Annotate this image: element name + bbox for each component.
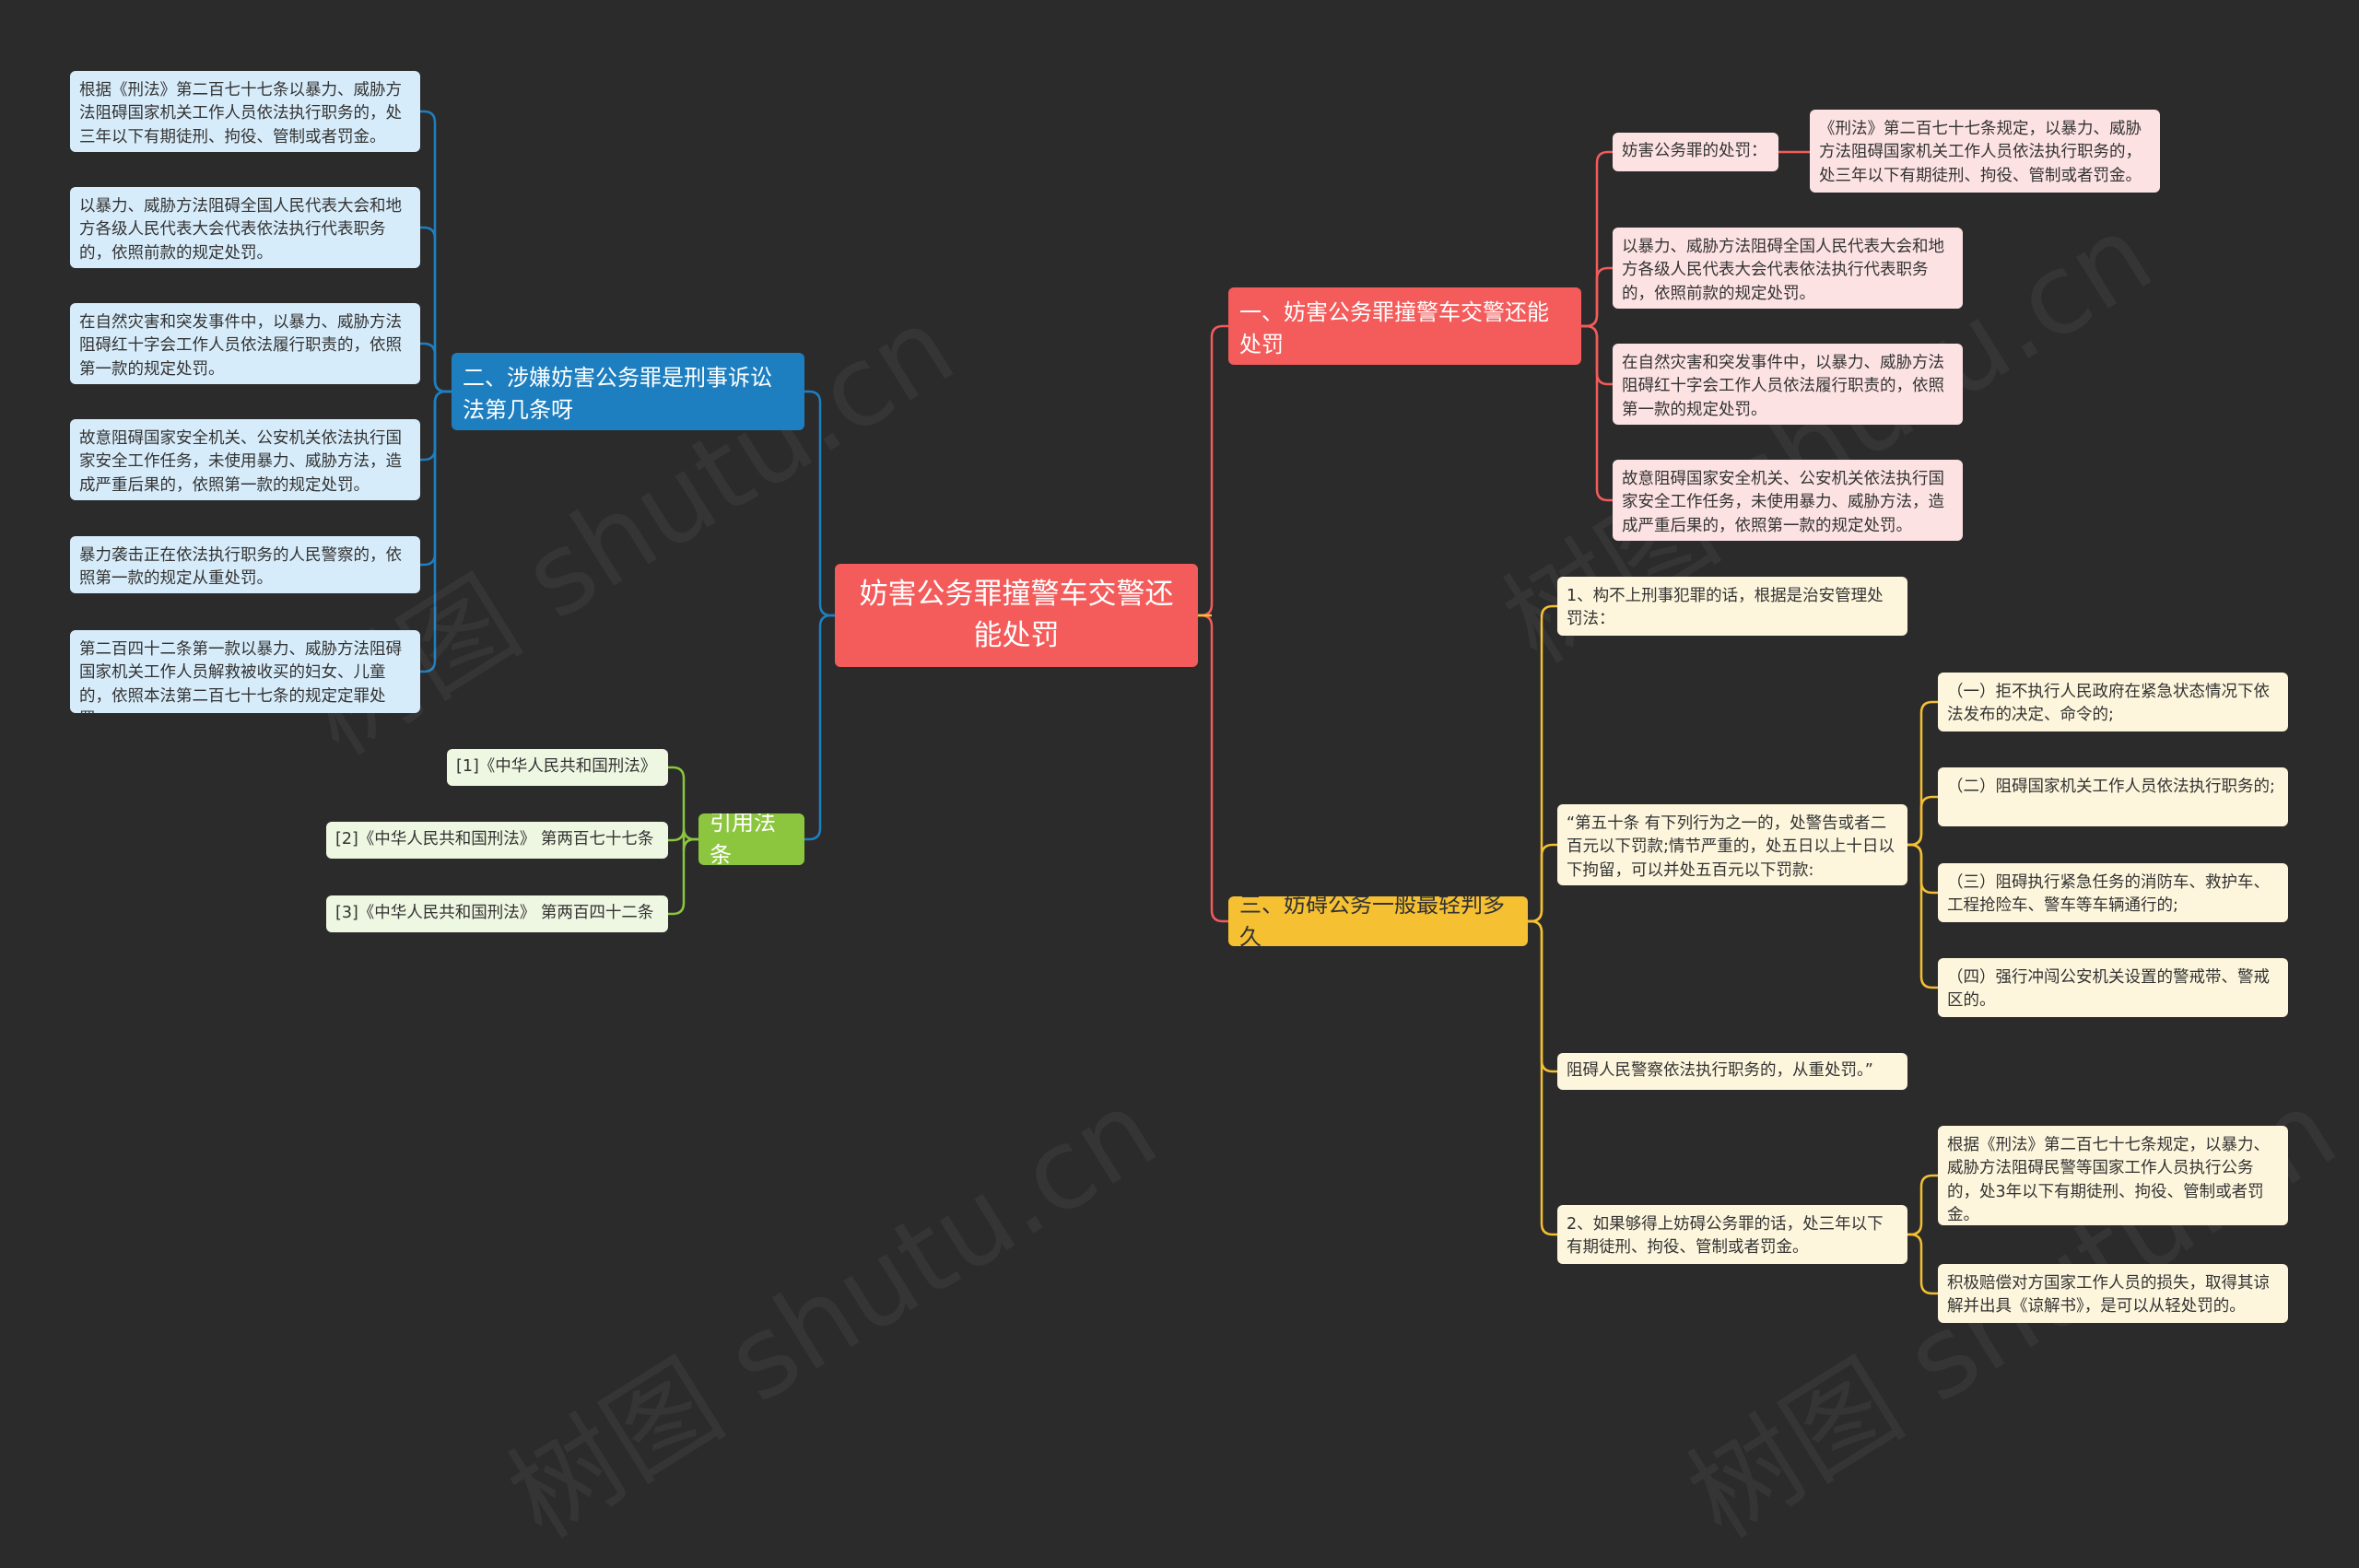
mind-map-canvas: 树图 shutu.cn 树图 shutu.cn 树图 shutu.cn 树图 s… (70, 71, 2358, 1563)
connector-line (420, 390, 452, 673)
branch-two-item[interactable]: 暴力袭击正在依法执行职务的人民警察的，依照第一款的规定从重处罚。 (70, 536, 420, 593)
connector-line (1907, 843, 1938, 895)
branch-two-item[interactable]: 在自然灾害和突发事件中，以暴力、威胁方法阻碍红十字会工作人员依法履行职责的，依照… (70, 303, 420, 384)
connector-line (668, 766, 698, 841)
connector-line (1907, 1233, 1938, 1295)
branch-one-topic[interactable]: 一、妨害公务罪撞警车交警还能处罚 (1228, 287, 1581, 365)
connector-line (1528, 919, 1557, 1236)
connector-line (1907, 795, 1938, 847)
connector-lines (420, 110, 1938, 1295)
branch-two-item[interactable]: 根据《刑法》第二百七十七条以暴力、威胁方法阻碍国家机关工作人员依法执行职务的，处… (70, 71, 420, 152)
penalty-detail-item[interactable]: 根据《刑法》第二百七十七条规定，以暴力、威胁方法阻碍民警等国家工作人员执行公务的… (1938, 1126, 2288, 1225)
branch-one-item-sub[interactable]: 《刑法》第二百七十七条规定，以暴力、威胁方法阻碍国家机关工作人员依法执行职务的，… (1810, 110, 2160, 193)
penalty-detail-item[interactable]: 积极赔偿对方国家工作人员的损失，取得其谅解并出具《谅解书》，是可以从轻处罚的。 (1938, 1264, 2288, 1323)
connector-line (1907, 1174, 1938, 1236)
branch-one-item[interactable]: 以暴力、威胁方法阻碍全国人民代表大会和地方各级人民代表大会代表依法执行代表职务的… (1613, 228, 1963, 309)
branch-three-item[interactable]: 1、构不上刑事犯罪的话，根据是治安管理处罚法： (1557, 577, 1907, 636)
law-reference-item[interactable]: [1]《中华人民共和国刑法》 (447, 749, 668, 786)
root-topic[interactable]: 妨害公务罪撞警车交警还能处罚 (835, 564, 1198, 667)
branch-two-item[interactable]: 第二百四十二条第一款以暴力、威胁方法阻碍国家机关工作人员解救被收买的妇女、儿童的… (70, 630, 420, 713)
connector-line (804, 390, 835, 617)
article-50-item[interactable]: （一）拒不执行人民政府在紧急状态情况下依法发布的决定、命令的; (1938, 673, 2288, 731)
connector-line (1528, 843, 1557, 923)
branch-three-item[interactable]: 阻碍人民警察依法执行职务的，从重处罚。” (1557, 1053, 1907, 1090)
connector-line (1581, 324, 1613, 502)
connector-line (1907, 700, 1938, 847)
article-50-item[interactable]: （二）阻碍国家机关工作人员依法执行职务的; (1938, 767, 2288, 826)
branch-one-item[interactable]: 故意阻碍国家安全机关、公安机关依法执行国家安全工作任务，未使用暴力、威胁方法，造… (1613, 460, 1963, 541)
branch-law-topic[interactable]: 引用法条 (698, 813, 804, 865)
branch-two-item[interactable]: 以暴力、威胁方法阻碍全国人民代表大会和地方各级人民代表大会代表依法执行代表职务的… (70, 187, 420, 268)
branch-one-item[interactable]: 妨害公务罪的处罚： (1613, 133, 1778, 171)
connector-line (1907, 843, 1938, 989)
law-reference-item[interactable]: [2]《中华人民共和国刑法》 第两百七十七条 (326, 822, 668, 859)
connector-line (1198, 614, 1228, 923)
branch-three-item[interactable]: 2、如果够得上妨碍公务罪的话，处三年以下有期徒刑、拘役、管制或者罚金。 (1557, 1205, 1907, 1264)
connector-line (668, 837, 698, 916)
article-50-item[interactable]: （三）阻碍执行紧急任务的消防车、救护车、工程抢险车、警车等车辆通行的; (1938, 863, 2288, 922)
branch-three-topic[interactable]: 三、妨碍公务一般最轻判多久 (1228, 896, 1528, 946)
connector-line (1198, 324, 1228, 617)
law-reference-item[interactable]: [3]《中华人民共和国刑法》 第两百四十二条 (326, 895, 668, 932)
branch-one-item[interactable]: 在自然灾害和突发事件中，以暴力、威胁方法阻碍红十字会工作人员依法履行职责的，依照… (1613, 344, 1963, 425)
connector-line (804, 614, 835, 841)
branch-three-item[interactable]: “第五十条 有下列行为之一的，处警告或者二百元以下罚款;情节严重的，处五日以上十… (1557, 804, 1907, 885)
branch-two-item[interactable]: 故意阻碍国家安全机关、公安机关依法执行国家安全工作任务，未使用暴力、威胁方法，造… (70, 419, 420, 500)
branch-two-topic[interactable]: 二、涉嫌妨害公务罪是刑事诉讼法第几条呀 (452, 353, 804, 430)
connector-line (1581, 266, 1613, 328)
article-50-item[interactable]: （四）强行冲闯公安机关设置的警戒带、警戒区的。 (1938, 958, 2288, 1017)
